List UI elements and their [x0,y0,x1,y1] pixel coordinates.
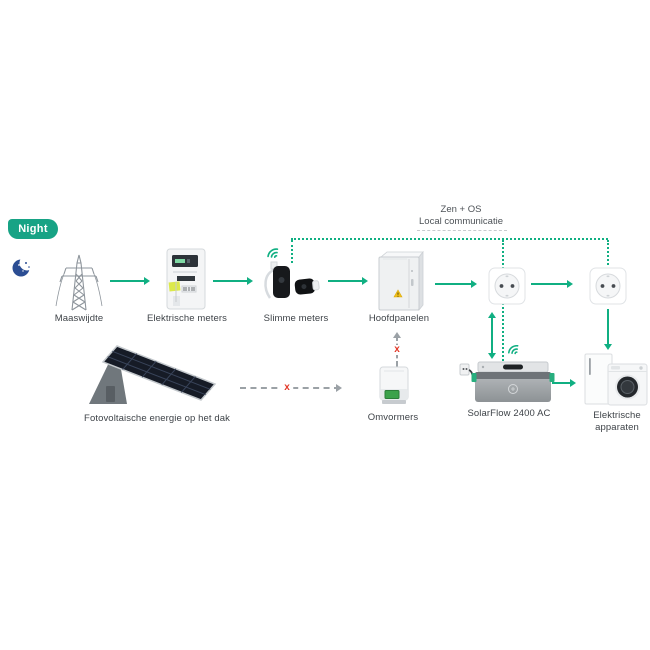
label-main-panel: Hoofdpanelen [368,313,430,324]
smart-meter-icon [264,261,320,299]
blocked-x-solar: x [281,383,293,393]
label-grid: Maaswijdte [54,313,104,324]
solar-roof-icon [89,345,217,404]
arrow-meter-to-smartmeter [213,277,253,285]
outlet-2-icon [589,267,627,305]
arrow-outlet1-to-outlet2 [531,280,573,288]
outlet-1-icon [488,267,526,305]
label-solar-roof: Fotovoltaische energie op het dak [84,413,230,424]
arrow-solarflow-to-appliances [552,379,576,387]
meter-sticker [168,281,181,292]
comm-line-horizontal [291,238,608,240]
comm-title-line1: Zen + OS [440,204,482,215]
wifi-icon [267,248,279,259]
label-inverter: Omvormers [367,412,419,423]
moon-icon [12,255,35,277]
comm-title-line2: Local communicatie [419,215,503,227]
label-electric-meter: Elektrische meters [147,313,227,324]
label-appliances: Elektrische apparaten [593,410,641,433]
inverter-screen [384,390,400,399]
transmission-tower-icon [55,254,103,311]
solarflow-battery-icon [459,361,555,402]
label-smart-meter: Slimme meters [263,313,329,324]
appliances-icon [584,353,648,406]
comm-line-smartmeter-up [291,240,293,263]
meter-display [175,259,185,263]
night-badge: Night [8,219,58,239]
comm-title: Zen + OS Local communicatie [391,204,531,227]
arrow-panel-to-outlet1 [435,280,477,288]
arrow-smartmeter-to-panel [328,277,368,285]
label-solarflow: SolarFlow 2400 AC [467,408,551,419]
arrow-outlet1-solarflow-bidirectional [488,312,496,359]
main-panel-icon [378,250,424,312]
arrow-grid-to-meter [110,277,150,285]
blocked-x-inverter: x [391,345,403,355]
comm-line-to-outlet2 [607,240,609,265]
electric-meter-icon [166,248,206,310]
inverter-icon [379,366,409,404]
comm-label-underline [417,230,507,231]
wifi-icon [508,345,519,355]
arrow-outlet2-to-appliances [604,309,612,350]
